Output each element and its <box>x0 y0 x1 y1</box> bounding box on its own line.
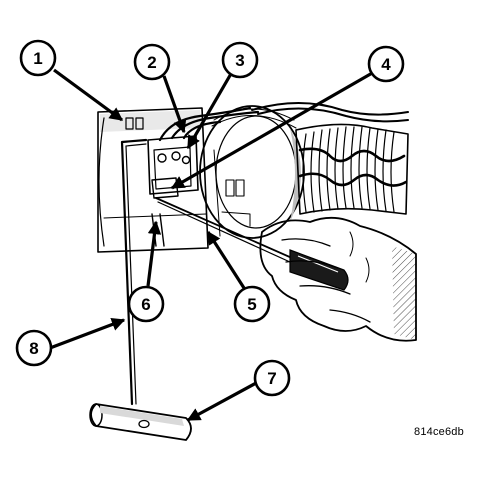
hand-holding-screwdriver <box>155 197 417 342</box>
figure-id: 814ce6db <box>414 426 464 438</box>
callout-7: 7 <box>253 359 291 397</box>
callout-1: 1 <box>19 39 57 77</box>
callout-2: 2 <box>133 43 171 81</box>
callout-8: 8 <box>15 329 53 367</box>
callout-4: 4 <box>367 45 405 83</box>
t-handle-tool <box>89 138 192 441</box>
callout-4-label: 4 <box>381 55 391 74</box>
callout-5-label: 5 <box>247 295 256 314</box>
leader-lines <box>49 68 375 422</box>
callout-1-label: 1 <box>33 49 42 68</box>
callout-2-label: 2 <box>147 53 156 72</box>
callout-7-label: 7 <box>267 369 276 388</box>
callout-5: 5 <box>233 285 271 323</box>
callout-3-label: 3 <box>235 51 244 70</box>
connector-lock-tab <box>151 177 179 199</box>
callout-6: 6 <box>127 285 165 323</box>
callout-8-label: 8 <box>29 339 38 358</box>
callout-6-label: 6 <box>141 295 150 314</box>
wiring-harness-conduit <box>251 102 409 215</box>
callout-3: 3 <box>221 41 259 79</box>
